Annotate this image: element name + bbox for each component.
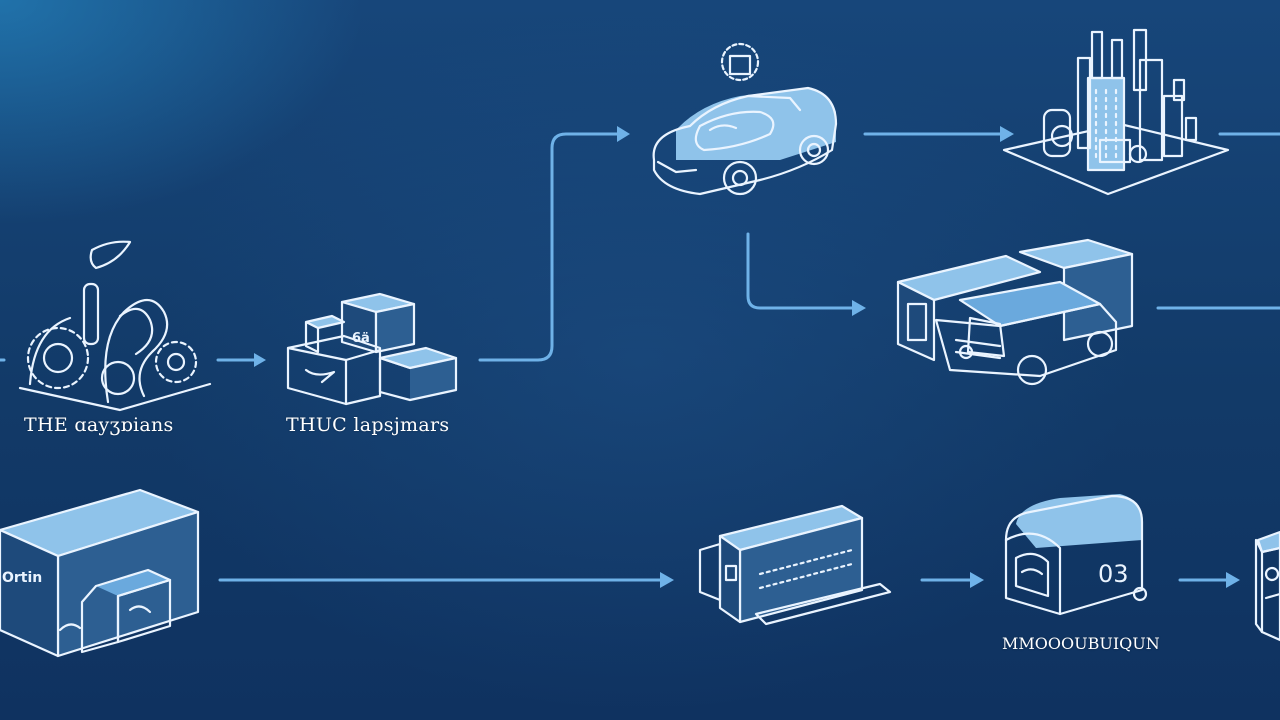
- boxes-icon: 6ä: [286, 292, 458, 406]
- package-icon: [1254, 530, 1280, 642]
- truck-warehouse-icon: [896, 238, 1134, 386]
- shipping-container-icon: [698, 504, 892, 626]
- car-icon: [652, 42, 838, 196]
- arrow-car-to-truck: [746, 232, 866, 316]
- store-label: MMOOOUBUIQUN: [1002, 634, 1160, 653]
- arrow-store-to-package: [1178, 572, 1240, 588]
- factory-gears-icon: [18, 240, 212, 412]
- arrow-container-to-store: [920, 572, 984, 588]
- arrow-car-to-city: [863, 126, 1014, 142]
- svg-text:Ortin: Ortin: [2, 570, 42, 586]
- svg-text:6ä: 6ä: [352, 331, 370, 346]
- warehouse-icon: Ortin: [0, 488, 200, 658]
- svg-text:03: 03: [1098, 560, 1129, 588]
- store-icon: 03: [1004, 494, 1148, 616]
- arrow-boxes-to-car: [478, 126, 630, 362]
- factory-label: THE ɑayʒɒians: [24, 414, 174, 436]
- arrow-factory-to-boxes: [216, 353, 266, 367]
- arrow-warehouse-to-container: [218, 572, 674, 588]
- city-icon: [1002, 28, 1230, 196]
- boxes-label: THUC lapsjmars: [286, 414, 450, 436]
